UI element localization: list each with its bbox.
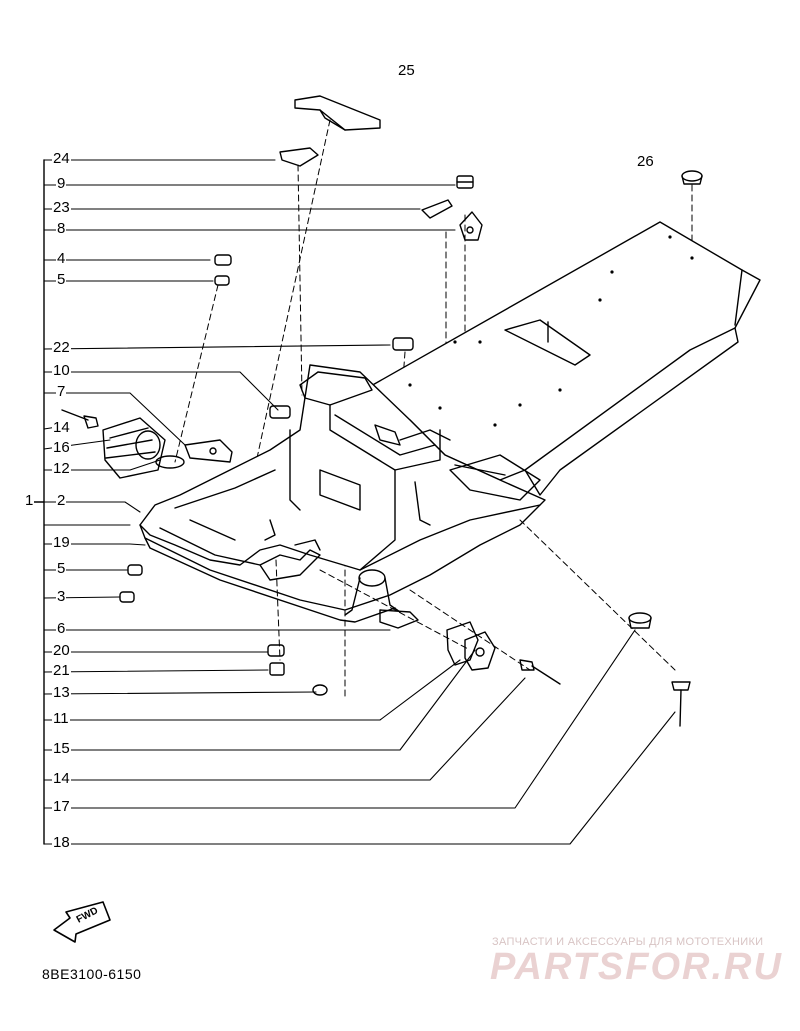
callout-19: 19	[52, 534, 71, 551]
watermark-brand: PARTSFOR.RU	[490, 946, 783, 988]
part-15-plate	[464, 631, 496, 671]
part-7-plate	[184, 439, 233, 463]
part-26-cap	[681, 170, 703, 185]
callout-22: 22	[52, 339, 71, 356]
callout-18: 18	[52, 834, 71, 851]
callout-16: 16	[52, 439, 71, 456]
leader-lines	[43, 159, 676, 845]
callout-9: 9	[56, 175, 67, 192]
callout-25: 25	[397, 62, 416, 79]
part-22-pad	[392, 337, 414, 351]
part-12-mount	[155, 455, 185, 469]
part-23-plate	[421, 199, 453, 219]
callout-5-upper: 5	[56, 271, 67, 288]
part-4-damper	[214, 254, 232, 266]
bracket-mount	[344, 569, 419, 629]
footrest-brackets	[259, 519, 321, 581]
part-20-washer	[267, 644, 285, 657]
callout-15: 15	[52, 740, 71, 757]
part-14-bolt-lower	[519, 659, 561, 685]
part-16-bellows	[102, 417, 166, 479]
callout-13: 13	[52, 684, 71, 701]
callout-10: 10	[52, 362, 71, 379]
callout-20: 20	[52, 642, 71, 659]
callout-5-lower: 5	[56, 560, 67, 577]
callout-8: 8	[56, 220, 67, 237]
callout-1-assembly: 1	[24, 492, 35, 509]
callout-21: 21	[52, 662, 71, 679]
part-5-damper-top	[214, 275, 230, 286]
callout-2: 2	[56, 492, 67, 509]
part-24-pad	[279, 147, 319, 167]
fwd-arrow	[53, 901, 111, 943]
part-8-bracket	[459, 211, 483, 241]
part-3-damper	[119, 591, 135, 603]
frame-lower	[139, 469, 541, 623]
part-10-pad	[269, 405, 291, 419]
watermark-subtitle: ЗАПЧАСТИ И АКСЕССУАРЫ ДЛЯ МОТОТЕХНИКИ	[492, 936, 764, 948]
part-25-pad	[294, 95, 381, 131]
callout-24: 24	[52, 150, 71, 167]
callout-12: 12	[52, 460, 71, 477]
diagram-code: 8BE3100-6150	[42, 966, 142, 982]
callout-26: 26	[636, 153, 655, 170]
part-21-nut	[269, 662, 285, 676]
frame-tunnel	[139, 364, 546, 571]
part-11-plate	[446, 621, 479, 666]
part-14-bolt-upper	[61, 409, 99, 429]
part-9-nut	[456, 175, 474, 189]
part-18-rivet	[671, 681, 691, 727]
deck-dots	[408, 235, 694, 427]
callout-4: 4	[56, 250, 67, 267]
part-5-damper-lower	[127, 564, 143, 576]
callout-3: 3	[56, 588, 67, 605]
callout-7: 7	[56, 383, 67, 400]
callout-6: 6	[56, 620, 67, 637]
callout-14-lower: 14	[52, 770, 71, 787]
callout-17: 17	[52, 798, 71, 815]
callout-23: 23	[52, 199, 71, 216]
callout-14-upper: 14	[52, 419, 71, 436]
callout-11: 11	[52, 710, 70, 727]
part-13-grommet	[312, 684, 328, 696]
part-17-plug	[628, 612, 652, 629]
